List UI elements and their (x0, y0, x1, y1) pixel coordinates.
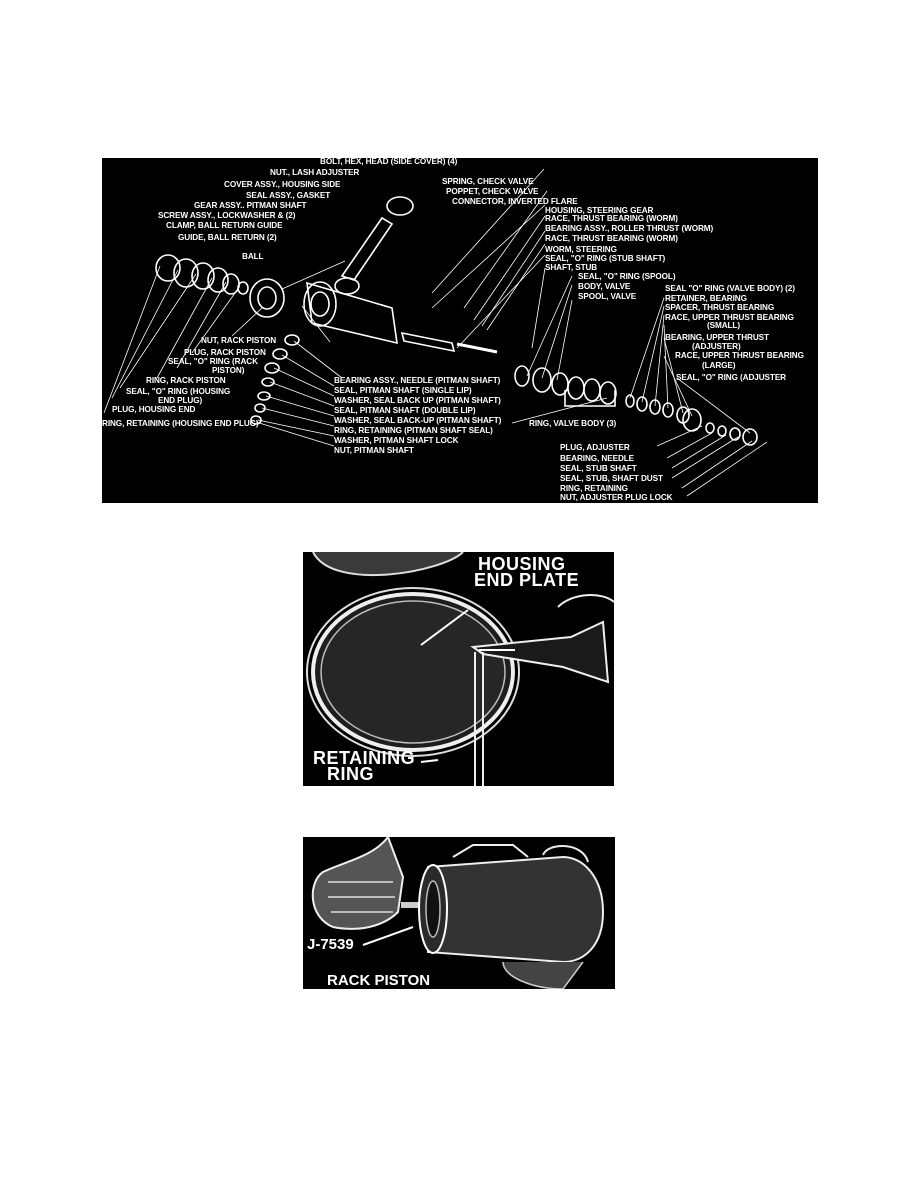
housing-end-plate-drawing (303, 552, 614, 786)
label-seal-o-ring-stub: SEAL, "O" RING (STUB SHAFT) (545, 254, 666, 263)
label-seal-stub-shaft: SEAL, STUB SHAFT (560, 464, 637, 473)
label-housing-steering-gear: HOUSING, STEERING GEAR (545, 206, 654, 215)
label-ring: RING (327, 764, 374, 784)
label-bearing-roller-thrust: BEARING ASSY., ROLLER THRUST (WORM) (545, 224, 714, 233)
label-seal-o-ring-housing-end-plug: END PLUG) (158, 396, 203, 405)
label-connector: CONNECTOR, INVERTED FLARE (452, 197, 578, 206)
label-seal-o-ring-housing: SEAL, "O" RING (HOUSING (126, 387, 231, 396)
label-seal-o-ring-valve-body: SEAL "O" RING (VALVE BODY) (2) (665, 284, 795, 293)
label-bearing-upper-thrust: BEARING, UPPER THRUST (665, 333, 769, 342)
label-race-upper-large: RACE, UPPER THRUST BEARING (675, 351, 804, 360)
label-race-upper-small-size: (SMALL) (707, 321, 740, 330)
label-race-thrust-worm-1: RACE, THRUST BEARING (WORM) (545, 214, 678, 223)
label-end-plate: END PLATE (474, 570, 580, 590)
label-bearing-needle: BEARING, NEEDLE (560, 454, 635, 463)
label-guide: GUIDE, BALL RETURN (2) (178, 233, 277, 242)
label-seal-o-ring-rack-piston: PISTON) (212, 366, 245, 375)
label-seal-pitman-single: SEAL, PITMAN SHAFT (SINGLE LIP) (334, 386, 472, 395)
label-seal-o-ring-adjuster: SEAL, "O" RING (ADJUSTER (676, 373, 786, 382)
rack-piston-tool-photo: J-7539 RACK PISTON (303, 837, 615, 989)
label-worm-steering: WORM, STEERING (545, 245, 617, 254)
label-ring-retaining: RING, RETAINING (560, 484, 628, 493)
label-housing: HOUSING (478, 554, 566, 574)
label-nut-rack-piston: NUT, RACK PISTON (201, 336, 277, 345)
label-clamp: CLAMP, BALL RETURN GUIDE (166, 221, 283, 230)
label-spring-check-valve: SPRING, CHECK VALVE (442, 177, 534, 186)
label-rack-piston: RACK PISTON (327, 972, 431, 989)
label-gear-assy: GEAR ASSY.. PITMAN SHAFT (194, 201, 307, 210)
label-ring-valve-body: RING, VALVE BODY (3) (529, 419, 617, 428)
label-race-upper-large-size: (LARGE) (702, 361, 736, 370)
label-retainer-bearing: RETAINER, BEARING (665, 294, 747, 303)
label-seal-assy-gasket: SEAL ASSY., GASKET (246, 191, 331, 200)
label-tool-j7539: J-7539 (307, 936, 354, 953)
label-race-thrust-worm-2: RACE, THRUST BEARING (WORM) (545, 234, 678, 243)
label-poppet-check-valve: POPPET, CHECK VALVE (446, 187, 539, 196)
label-shaft-stub: SHAFT, STUB (545, 263, 598, 272)
label-bolt-hex-head: BOLT, HEX, HEAD (SIDE COVER) (4) (320, 158, 458, 166)
label-ring-rack-piston: RING, RACK PISTON (146, 376, 226, 385)
label-spool-valve: SPOOL, VALVE (578, 292, 637, 301)
label-nut-lash-adjuster: NUT., LASH ADJUSTER (270, 168, 360, 177)
housing-end-plate-photo: HOUSING END PLATE RETAINING RING (303, 552, 614, 786)
label-washer-seal-backup-2: WASHER, SEAL BACK-UP (PITMAN SHAFT) (334, 416, 502, 425)
label-ring-retaining-housing: RING, RETAINING (HOUSING END PLUG) (102, 419, 259, 428)
label-screw-assy: SCREW ASSY., LOCKWASHER & (2) (158, 211, 296, 220)
label-cover-assy: COVER ASSY., HOUSING SIDE (224, 180, 341, 189)
label-ball: BALL (242, 252, 264, 261)
label-ring-retaining-pitman: RING, RETAINING (PITMAN SHAFT SEAL) (334, 426, 493, 435)
label-nut-pitman-shaft: NUT, PITMAN SHAFT (334, 446, 414, 455)
label-race-upper-small: RACE, UPPER THRUST BEARING (665, 313, 794, 322)
label-washer-seal-backup-1: WASHER, SEAL BACK UP (PITMAN SHAFT) (334, 396, 501, 405)
exploded-view-figure: BOLT, HEX, HEAD (SIDE COVER) (4) NUT., L… (102, 158, 818, 503)
label-seal-o-ring-rack: SEAL, "O" RING (RACK (168, 357, 258, 366)
label-bearing-needle-pitman: BEARING ASSY., NEEDLE (PITMAN SHAFT) (334, 376, 501, 385)
label-body-valve: BODY, VALVE (578, 282, 631, 291)
label-washer-pitman-lock: WASHER, PITMAN SHAFT LOCK (334, 436, 459, 445)
label-bearing-upper-thrust-adjuster: (ADJUSTER) (692, 342, 741, 351)
label-retaining: RETAINING (313, 748, 416, 768)
label-nut-adjuster-plug: NUT, ADJUSTER PLUG LOCK (560, 493, 673, 502)
label-seal-stub-dust: SEAL, STUB, SHAFT DUST (560, 474, 663, 483)
label-plug-rack-piston: PLUG, RACK PISTON (184, 348, 266, 357)
rack-piston-tool-drawing (303, 837, 615, 989)
label-plug-adjuster: PLUG, ADJUSTER (560, 443, 630, 452)
label-seal-pitman-double: SEAL, PITMAN SHAFT (DOUBLE LIP) (334, 406, 476, 415)
label-spacer-thrust: SPACER, THRUST BEARING (665, 303, 775, 312)
label-plug-housing-end: PLUG, HOUSING END (112, 405, 196, 414)
exploded-view-drawing (103, 168, 768, 497)
label-seal-o-ring-spool: SEAL, "O" RING (SPOOL) (578, 272, 676, 281)
